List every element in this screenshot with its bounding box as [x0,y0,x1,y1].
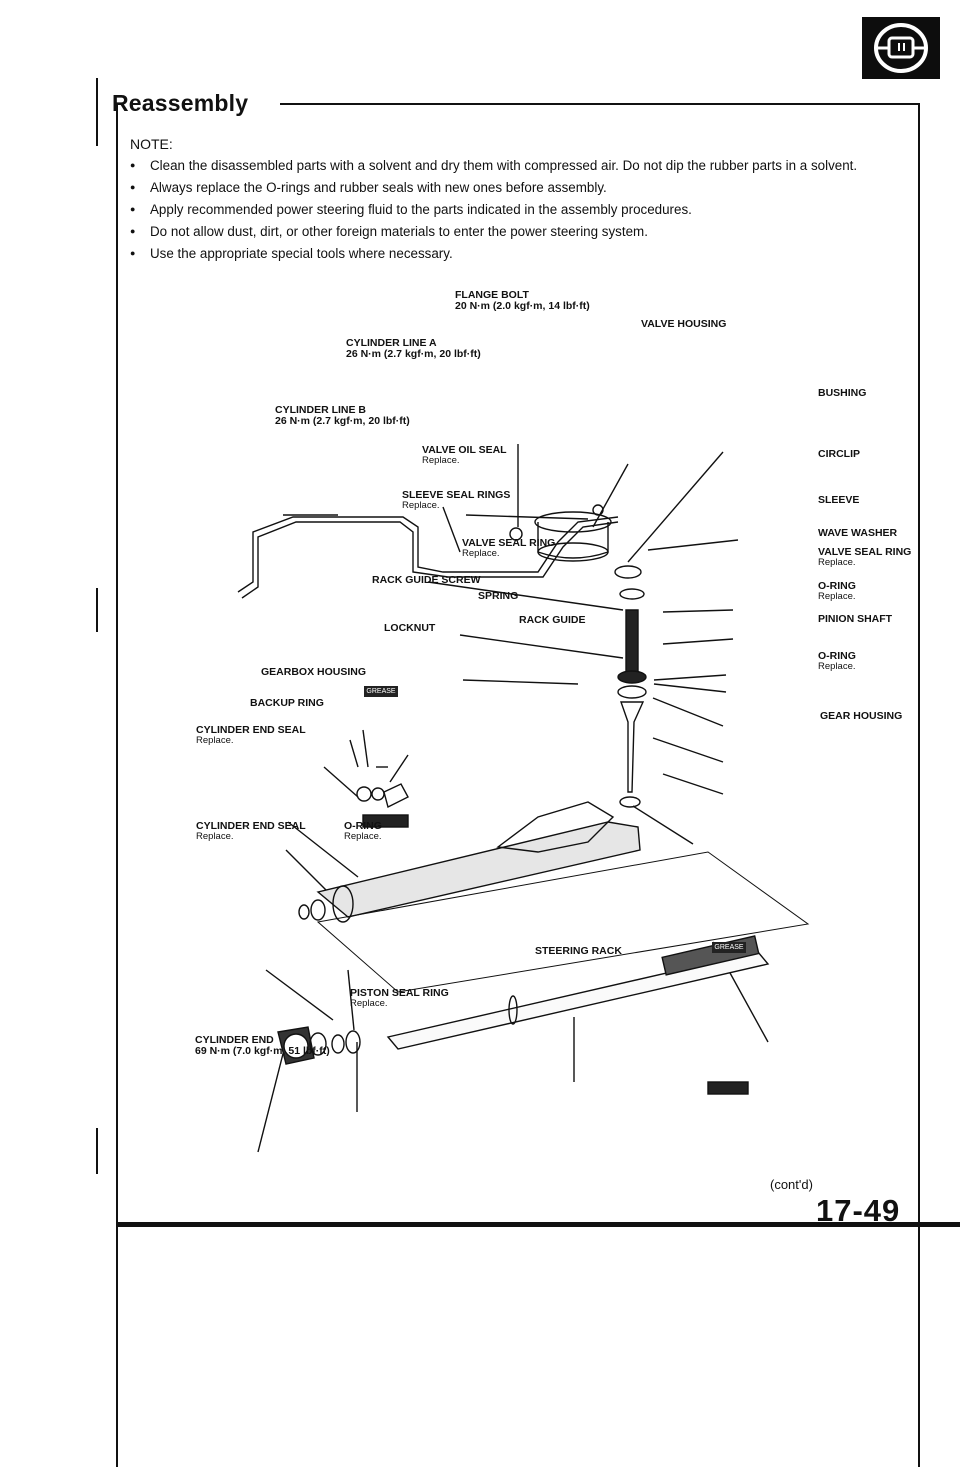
label-valve-housing: VALVE HOUSING [641,318,727,330]
label-sleeve: SLEEVE [818,494,860,506]
steering-gearbox-exploded-diagram [237,444,810,1153]
note-label: NOTE: [130,136,173,152]
label-replace: Replace. [344,831,382,842]
note-item: Always replace the O-rings and rubber se… [130,178,910,197]
note-list: Clean the disassembled parts with a solv… [130,156,910,266]
grease-tag: GREASE [712,942,746,953]
label-replace: Replace. [422,455,460,466]
label-pinion-shaft: PINION SHAFT [818,613,893,625]
margin-mark [96,1128,98,1174]
note-item: Do not allow dust, dirt, or other foreig… [130,222,910,241]
label-circlip: CIRCLIP [818,448,860,460]
label-replace: Replace. [818,661,856,672]
label-sleeve-seal-rings: SLEEVE SEAL RINGS [402,489,511,501]
label-replace: Replace. [462,548,500,559]
label-valve-seal-ring-right: VALVE SEAL RING [818,546,912,558]
section-title: Reassembly [112,90,249,116]
label-gearbox-housing: GEARBOX HOUSING [261,666,367,678]
frame-left-border [116,103,118,1467]
label-rack-guide-screw: RACK GUIDE SCREW [372,574,481,586]
label-cylinder-line-b: CYLINDER LINE B [275,404,367,416]
label-wave-washer: WAVE WASHER [818,527,898,539]
label-valve-oil-seal: VALVE OIL SEAL [422,444,507,456]
frame-right-border [918,103,920,1467]
label-replace: Replace. [818,557,856,568]
label-bushing: BUSHING [818,387,867,399]
note-item: Apply recommended power steering fluid t… [130,200,910,219]
label-replace: Replace. [402,500,440,511]
label-cylinder-end: CYLINDER END [195,1034,274,1046]
bottom-rule [116,1222,960,1227]
label-spring: SPRING [478,590,519,602]
label-valve-seal-ring: VALVE SEAL RING [462,537,556,549]
continued-note: (cont'd) [770,1177,813,1192]
label-o-ring: O-RING [344,820,382,832]
label-replace: Replace. [196,831,234,842]
note-item: Clean the disassembled parts with a solv… [130,156,910,175]
label-backup-ring: BACKUP RING [250,697,324,709]
section-icon-box [862,17,940,79]
note-item: Use the appropriate special tools where … [130,244,910,263]
label-o-ring: O-RING [818,580,856,592]
label-steering-rack: STEERING RACK [535,945,622,957]
label-o-ring: O-RING [818,650,856,662]
label-cylinder-line-b-torque: 26 N·m (2.7 kgf·m, 20 lbf·ft) [275,415,410,427]
label-cylinder-end-seal: CYLINDER END SEAL [196,724,306,736]
label-flange-bolt-torque: 20 N·m (2.0 kgf·m, 14 lbf·ft) [455,300,590,312]
label-replace: Replace. [196,735,234,746]
label-replace: Replace. [818,591,856,602]
grease-tag: GREASE [364,686,398,697]
label-replace: Replace. [350,998,388,1009]
margin-mark [96,588,98,632]
margin-mark [96,78,98,146]
title-rule [280,103,920,105]
label-flange-bolt: FLANGE BOLT [455,289,529,301]
steering-wheel-icon [874,23,928,73]
label-locknut: LOCKNUT [384,622,436,634]
label-gear-housing: GEAR HOUSING [820,710,903,722]
label-cylinder-end-torque: 69 N·m (7.0 kgf·m, 51 lbf·ft) [195,1045,330,1057]
label-cylinder-line-a: CYLINDER LINE A [346,337,437,349]
label-cylinder-end-seal: CYLINDER END SEAL [196,820,306,832]
label-piston-seal-ring: PISTON SEAL RING [350,987,449,999]
label-rack-guide: RACK GUIDE [519,614,586,626]
label-cylinder-line-a-torque: 26 N·m (2.7 kgf·m, 20 lbf·ft) [346,348,481,360]
